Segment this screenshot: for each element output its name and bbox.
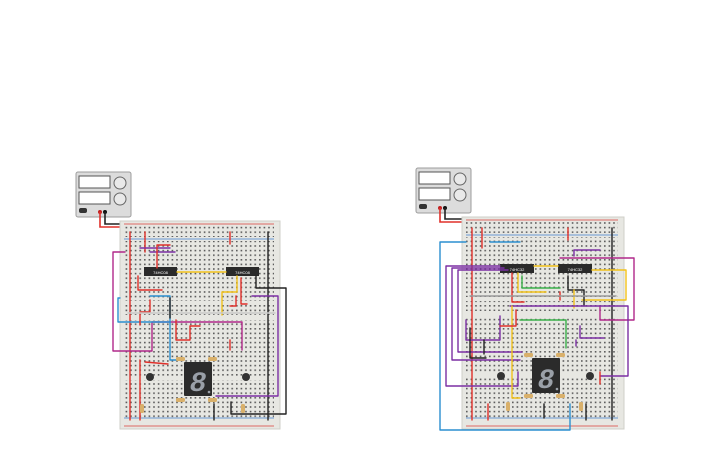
seven-segment-digit-left: 8 bbox=[190, 369, 207, 400]
resistor-icon[interactable] bbox=[140, 357, 245, 413]
chip-icon[interactable]: 74HC32 bbox=[558, 264, 592, 273]
seven-segment-digit-right: 8 bbox=[538, 366, 555, 397]
wires-left[interactable] bbox=[112, 231, 287, 421]
chip-icon[interactable]: 74HC32 bbox=[500, 264, 534, 273]
seven-segment-icon[interactable]: 8 bbox=[532, 358, 560, 397]
power-supply-icon[interactable] bbox=[415, 167, 472, 214]
breadboard-icon[interactable] bbox=[461, 216, 625, 430]
ic-label-right-2: 74HC32 bbox=[568, 267, 583, 272]
ic-label-left-2: 74HC08 bbox=[235, 270, 250, 275]
resistor-icon[interactable] bbox=[506, 353, 583, 411]
chip-icon[interactable]: 74HC08 bbox=[144, 267, 177, 276]
pushbutton-icon[interactable] bbox=[146, 373, 250, 381]
ic-label-left-1: 74HC08 bbox=[153, 270, 168, 275]
chip-icon[interactable]: 74HC08 bbox=[226, 267, 259, 276]
right-circuit[interactable]: 74HC32 74HC32 bbox=[415, 167, 635, 431]
seven-segment-icon[interactable]: 8 bbox=[184, 362, 212, 400]
power-supply-icon[interactable] bbox=[75, 171, 132, 218]
ic-label-right-1: 74HC32 bbox=[510, 267, 525, 272]
left-circuit[interactable]: 74HC08 74HC08 bbox=[75, 171, 287, 430]
pushbutton-icon[interactable] bbox=[497, 372, 594, 380]
wires-right[interactable] bbox=[439, 227, 635, 431]
